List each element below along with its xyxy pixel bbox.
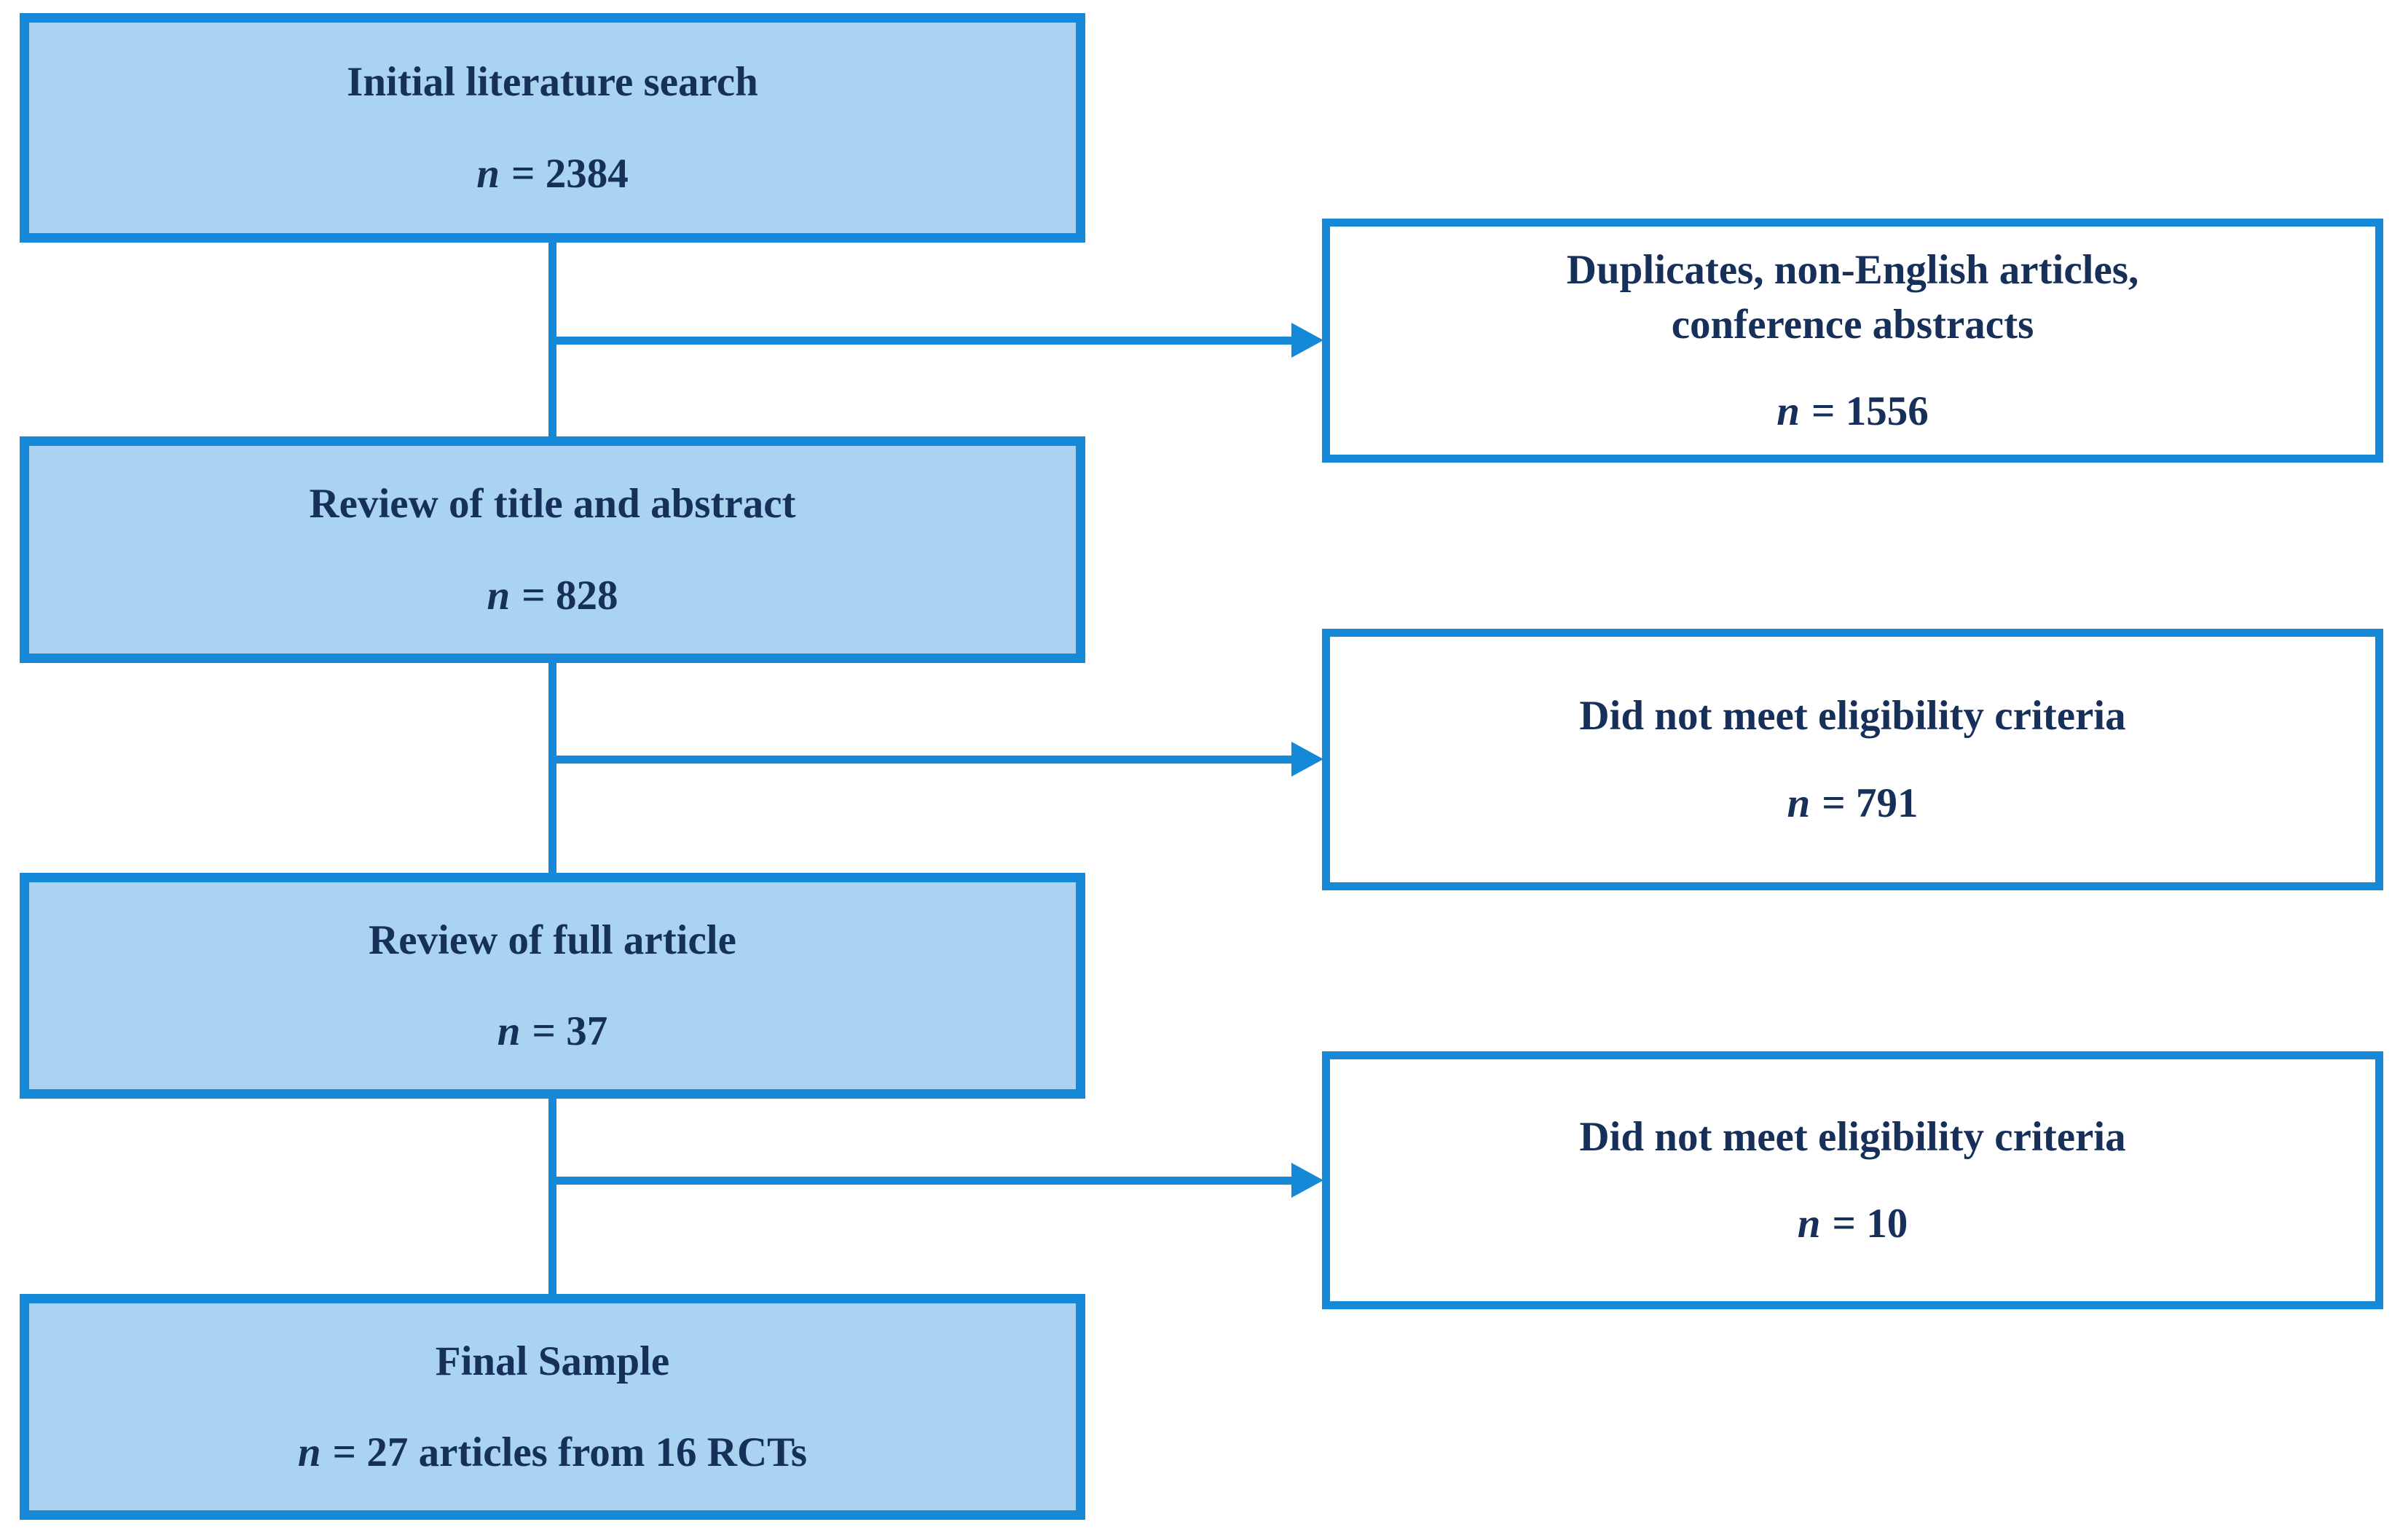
n-value: = 2384 [511,150,629,197]
box-title: Review of title and abstract [309,481,796,527]
flow-box-final-sample: Final Sample n= 27 articles from 16 RCTs [20,1294,1085,1520]
n-symbol: n [497,1008,521,1054]
box-count: n= 791 [1787,776,1919,831]
flow-box-review-title-abstract: Review of title and abstract n= 828 [20,436,1085,663]
n-value: = 27 articles from 16 RCTs [332,1429,808,1475]
n-symbol: n [1797,1201,1821,1247]
branch-line-exclusion-1 [548,337,1294,345]
branch-line-exclusion-3 [548,1177,1294,1185]
box-title: Review of full article [369,917,736,963]
n-symbol: n [487,572,511,619]
n-symbol: n [1777,388,1800,435]
n-symbol: n [476,150,500,197]
box-count: n= 1556 [1777,384,1928,439]
n-value: = 791 [1822,780,1919,826]
box-count: n= 27 articles from 16 RCTs [298,1425,807,1480]
box-count: n= 2384 [476,146,628,201]
n-value: = 1556 [1811,388,1929,435]
branch-line-exclusion-2 [548,756,1294,764]
box-title: Final Sample [435,1338,670,1384]
arrow-head-icon [1291,323,1323,358]
box-count: n= 828 [487,568,618,623]
n-value: = 37 [532,1008,608,1054]
connector-step2-step3 [548,663,556,873]
n-value: = 828 [522,572,618,619]
arrow-head-icon [1291,1163,1323,1198]
exclusion-box-eligibility-2: Did not meet eligibility criteria n= 10 [1322,1051,2383,1309]
connector-step3-step4 [548,1099,556,1294]
box-title: Initial literature search [347,59,758,106]
box-count: n= 37 [497,1004,607,1059]
n-symbol: n [1787,780,1811,826]
box-title-line2: conference abstracts [1671,301,2034,348]
exclusion-box-eligibility-1: Did not meet eligibility criteria n= 791 [1322,629,2383,890]
box-count: n= 10 [1798,1196,1908,1251]
n-value: = 10 [1832,1201,1908,1247]
box-title-line1: Did not meet eligibility criteria [1579,1113,2126,1160]
box-title-line1: Duplicates, non-English articles, [1566,246,2139,293]
box-title-line1: Did not meet eligibility criteria [1579,693,2126,739]
flow-box-initial-literature-search: Initial literature search n= 2384 [20,13,1085,243]
exclusion-box-duplicates: Duplicates, non-English articles, confer… [1322,219,2383,463]
n-symbol: n [297,1429,321,1475]
arrow-head-icon [1291,742,1323,777]
flow-box-review-full-article: Review of full article n= 37 [20,873,1085,1099]
